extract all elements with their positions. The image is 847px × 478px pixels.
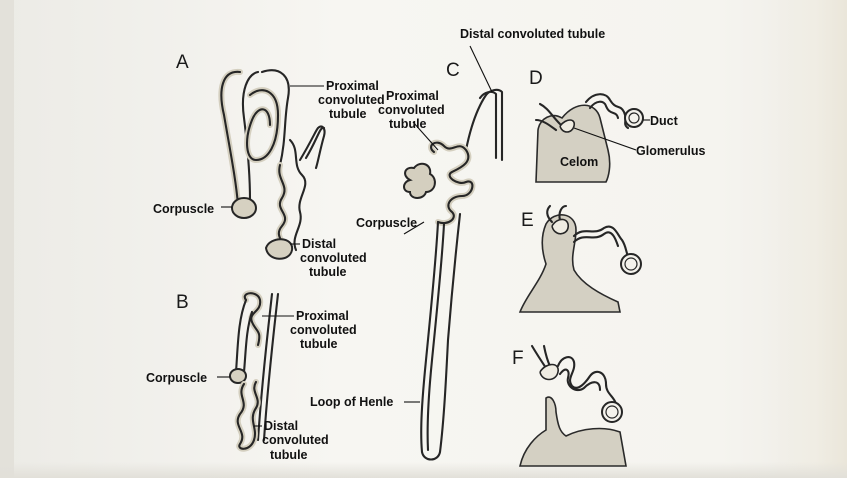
panel-c-distal-tube-1 bbox=[486, 90, 502, 160]
panel-a-proximal-lobe-fill bbox=[247, 90, 278, 160]
panel-f-letter: F bbox=[512, 348, 524, 369]
panel-c-proximal-label-3: tubule bbox=[389, 117, 427, 131]
panel-b: B Proximal convoluted tubule Corpuscle D… bbox=[146, 292, 357, 462]
panel-a-distal-bulb bbox=[266, 239, 292, 259]
panel-e-duct bbox=[621, 254, 641, 274]
panel-b-letter: B bbox=[176, 292, 189, 313]
panel-c-letter: C bbox=[446, 60, 460, 81]
panel-c-distal-neck bbox=[466, 95, 486, 150]
panel-b-distal-label-2: convoluted bbox=[262, 433, 329, 447]
panel-d-celom bbox=[536, 105, 610, 182]
panel-a-corpuscle-label: Corpuscle bbox=[153, 202, 214, 216]
panel-c-distal-label: Distal convoluted tubule bbox=[460, 27, 605, 41]
panel-a-distal-label-2: convoluted bbox=[300, 251, 367, 265]
panel-b-proximal-label-2: convoluted bbox=[290, 323, 357, 337]
panel-e-tubule-inner bbox=[574, 232, 618, 246]
panel-c-corpuscle bbox=[404, 164, 435, 198]
panel-e: E bbox=[520, 206, 641, 312]
panel-e-tubule bbox=[574, 227, 628, 256]
panel-a-proximal-label-1: Proximal bbox=[326, 79, 379, 93]
panel-c-distal-leader bbox=[470, 46, 492, 92]
panel-b-corpuscle bbox=[230, 369, 246, 383]
panel-a-distal-label-3: tubule bbox=[309, 265, 347, 279]
panel-a-proximal-label-3: tubule bbox=[329, 107, 367, 121]
panel-a-corpuscle bbox=[232, 198, 256, 218]
panel-d-glomerulus-label: Glomerulus bbox=[636, 144, 706, 158]
panel-c-corpuscle-label: Corpuscle bbox=[356, 216, 417, 230]
panel-a-distal-label-1: Distal bbox=[302, 237, 336, 251]
panel-c-proximal-label-1: Proximal bbox=[386, 89, 439, 103]
panel-f: F bbox=[512, 346, 626, 466]
panel-f-vessel-2 bbox=[544, 346, 550, 366]
panel-c-loop-label: Loop of Henle bbox=[310, 395, 393, 409]
panel-d-duct bbox=[625, 109, 643, 127]
panel-a: A Proximal convoluted bbox=[153, 52, 385, 279]
panel-a-letter: A bbox=[176, 52, 189, 73]
panel-d-celom-label: Celom bbox=[560, 155, 598, 169]
panel-d-duct-label: Duct bbox=[650, 114, 679, 128]
panel-f-glomerulus bbox=[540, 365, 558, 380]
panel-b-proximal-label-1: Proximal bbox=[296, 309, 349, 323]
panel-b-distal-label-3: tubule bbox=[270, 448, 308, 462]
panel-b-corpuscle-label: Corpuscle bbox=[146, 371, 207, 385]
panel-d-letter: D bbox=[529, 68, 543, 89]
panel-b-distal-label-1: Distal bbox=[264, 419, 298, 433]
panel-c-proximal-label-2: convoluted bbox=[378, 103, 445, 117]
panel-b-proximal-label-3: tubule bbox=[300, 337, 338, 351]
panel-a-tubule-outer-fill bbox=[221, 72, 240, 205]
panel-d: D Duct Glomerulus Celom bbox=[529, 68, 706, 182]
panel-a-proximal-label-2: convoluted bbox=[318, 93, 385, 107]
panel-e-celom bbox=[520, 215, 620, 312]
panel-f-duct bbox=[602, 402, 622, 422]
panel-e-letter: E bbox=[521, 210, 534, 231]
